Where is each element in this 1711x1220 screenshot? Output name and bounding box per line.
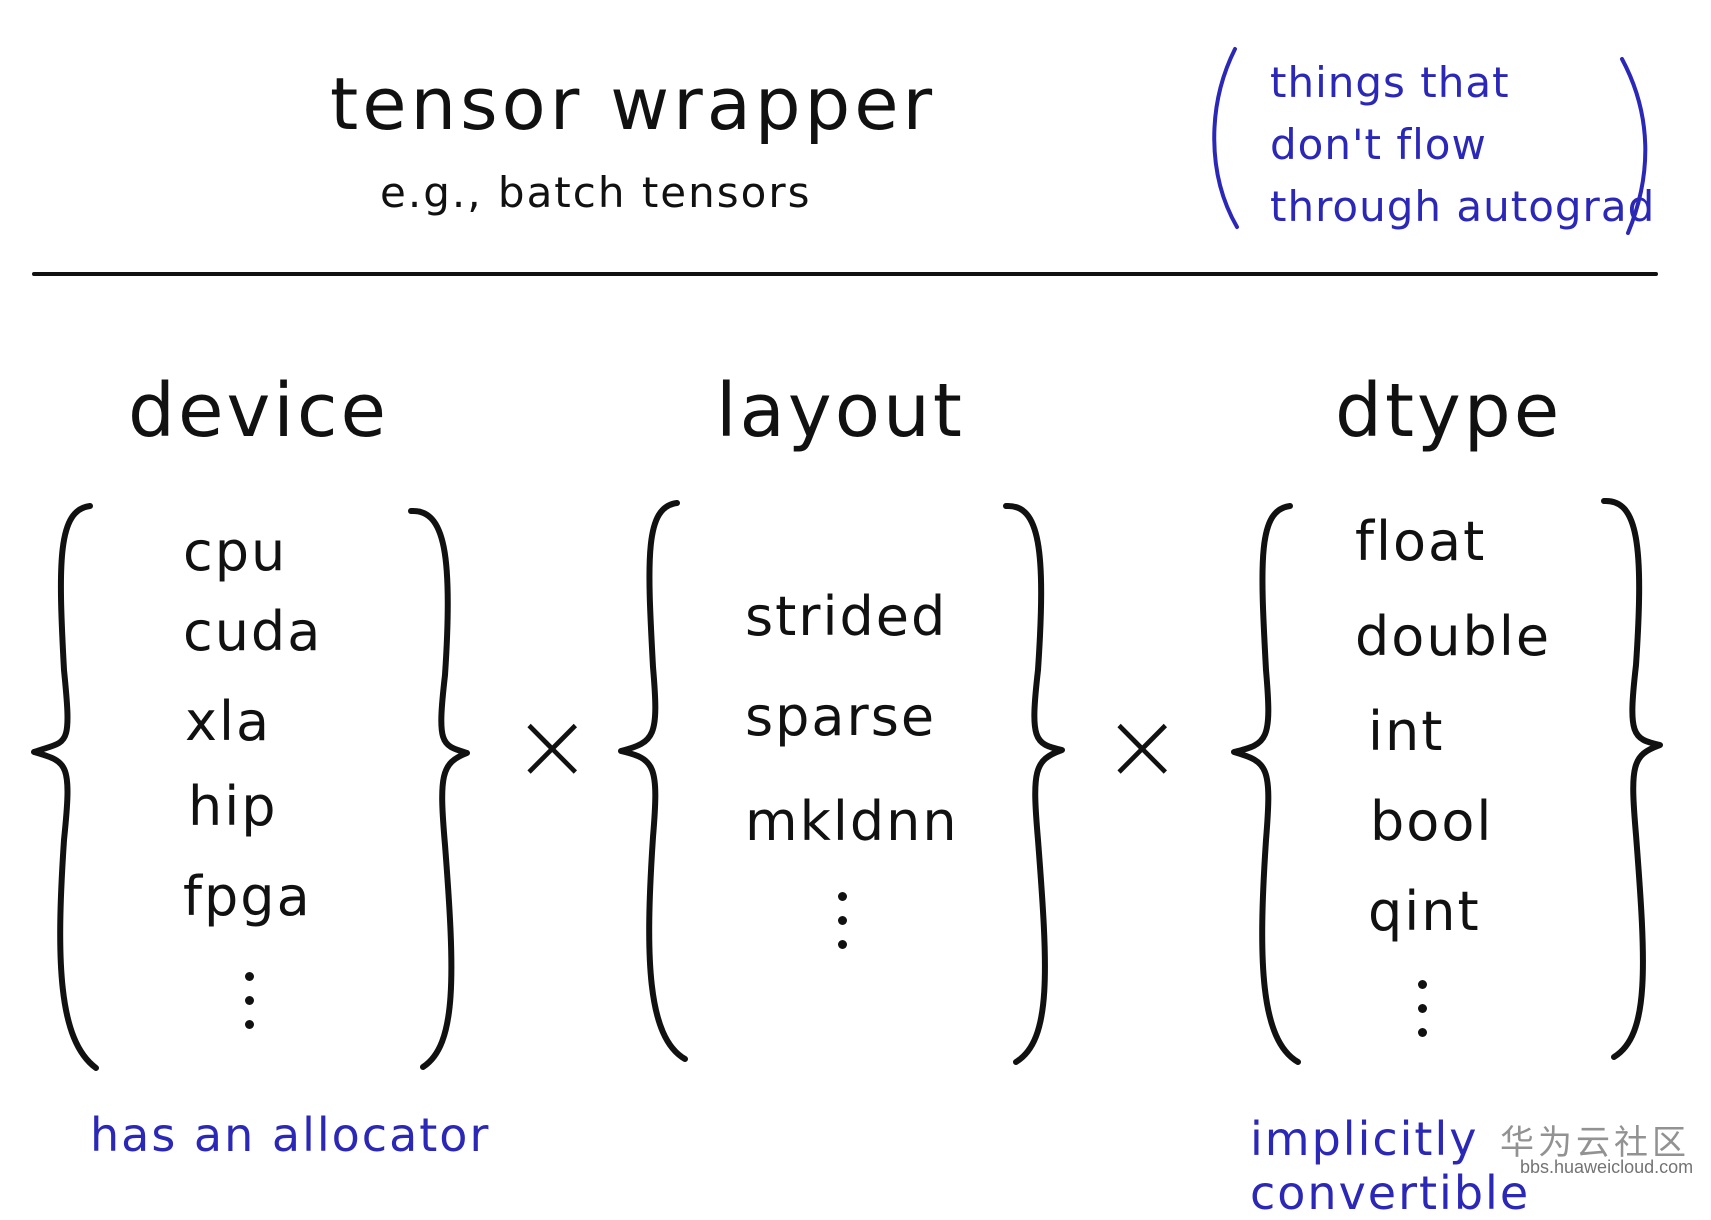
footnote-device: has an allocator <box>90 1108 491 1162</box>
ellipsis-icon <box>1418 980 1427 1052</box>
list-item: sparse <box>745 685 937 748</box>
list-item: strided <box>745 585 948 648</box>
left-brace-icon <box>1231 503 1301 1065</box>
list-item: int <box>1368 700 1445 763</box>
list-item: hip <box>188 775 278 838</box>
diagram-title: tensor wrapper <box>330 62 937 146</box>
diagram-subtitle: e.g., batch tensors <box>380 168 812 217</box>
left-brace-icon <box>31 503 99 1071</box>
right-brace-icon <box>1003 502 1065 1065</box>
list-item: double <box>1355 605 1552 668</box>
list-item: mkldnn <box>745 790 959 853</box>
side-note: things that don't flow through autograd <box>1270 52 1655 238</box>
list-item: cpu <box>183 520 288 583</box>
multiply-icon: × <box>1102 690 1183 802</box>
watermark-text: 华为云社区 <box>1500 1123 1690 1163</box>
left-brace-icon <box>618 500 688 1062</box>
list-item: cuda <box>183 600 323 663</box>
column-heading-dtype: dtype <box>1335 368 1563 454</box>
list-item: xla <box>185 690 272 753</box>
right-parenthesis-icon <box>1620 57 1648 235</box>
side-note-line: don't flow <box>1270 120 1487 169</box>
watermark-url: bbs.huaweicloud.com <box>1520 1157 1694 1177</box>
side-note-line: through autograd <box>1270 182 1656 231</box>
list-item: bool <box>1370 790 1494 853</box>
multiply-icon: × <box>512 690 593 802</box>
side-note-line: things that <box>1270 58 1510 107</box>
column-heading-layout: layout <box>716 368 965 454</box>
right-brace-icon <box>1601 497 1663 1060</box>
right-brace-icon <box>408 507 470 1070</box>
list-item: float <box>1355 510 1487 573</box>
divider-line <box>32 272 1658 276</box>
ellipsis-icon <box>838 892 847 964</box>
list-item: qint <box>1368 880 1481 943</box>
left-parenthesis-icon <box>1212 47 1239 229</box>
list-item: fpga <box>183 865 312 928</box>
ellipsis-icon <box>245 972 254 1044</box>
column-heading-device: device <box>128 368 390 454</box>
